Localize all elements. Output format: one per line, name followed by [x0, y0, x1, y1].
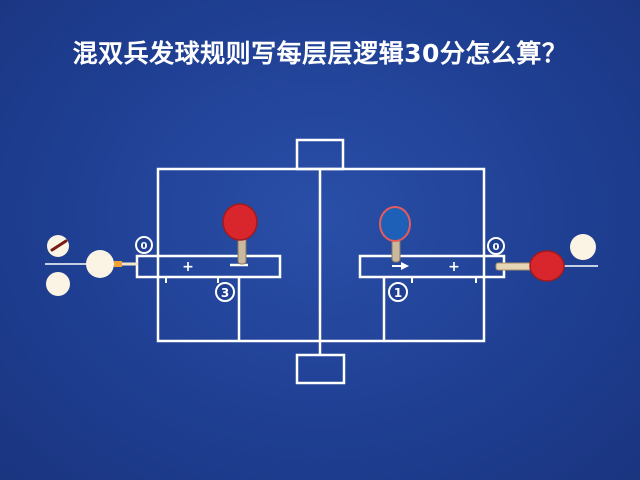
plus-marker-right: +: [448, 259, 460, 275]
svg-text:1: 1: [394, 286, 402, 300]
blue-paddle-icon: [379, 206, 411, 263]
plus-marker-left: +: [182, 259, 194, 275]
ball-icon: [570, 234, 596, 260]
right-number-badge: 1: [388, 282, 408, 302]
svg-text:0: 0: [493, 242, 500, 253]
right-service-bar: [358, 254, 506, 279]
red-paddle-icon: [495, 250, 565, 282]
left-number-badge: 3: [215, 282, 235, 302]
bottom-box: [295, 353, 346, 385]
ball-icon: [86, 250, 114, 278]
clock-icon: [47, 235, 69, 257]
ball-icon: [46, 272, 70, 296]
page-title: 混双兵发球规则写每层层逻辑30分怎么算？: [72, 39, 568, 68]
svg-text:0: 0: [141, 241, 148, 252]
right-score-circle: 0: [487, 237, 505, 255]
svg-text:3: 3: [221, 286, 229, 300]
left-score-circle: 0: [135, 236, 153, 254]
left-service-bar: [135, 254, 282, 279]
top-box: [295, 138, 345, 171]
red-paddle-icon: [222, 203, 258, 265]
